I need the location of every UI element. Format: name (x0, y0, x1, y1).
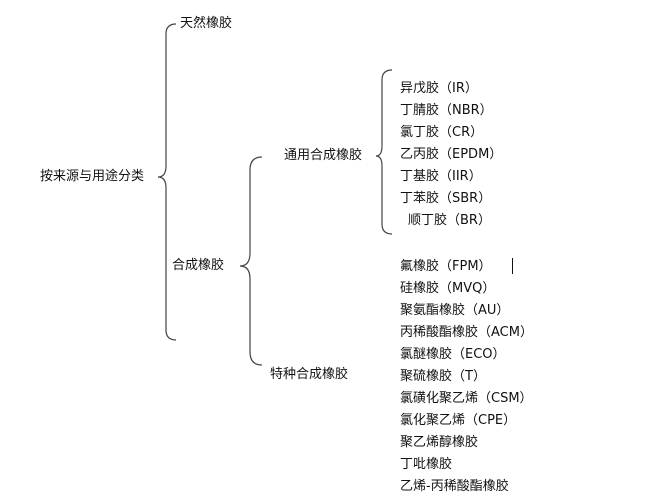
list-item: 氟橡胶（FPM） (400, 259, 492, 274)
list-item: 聚硫橡胶（T） (400, 369, 486, 384)
list-item: 丁基胶（IIR） (400, 169, 482, 184)
general-synthetic-label: 通用合成橡胶 (284, 148, 363, 163)
list-item: 聚乙烯醇橡胶 (400, 435, 479, 450)
list-item: 氯磺化聚乙烯（CSM） (400, 391, 533, 406)
list-item: 硅橡胶（MVQ） (400, 281, 496, 296)
list-item: 丁苯胶（SBR） (400, 191, 492, 206)
brace-general (375, 69, 393, 235)
list-item: 顺丁胶（BR） (408, 213, 491, 228)
synthetic-rubber-label: 合成橡胶 (172, 258, 225, 273)
list-item: 氯丁胶（CR） (400, 125, 484, 140)
list-item: 丁吡橡胶 (400, 457, 453, 472)
list-item: 氯化聚乙烯（CPE） (400, 413, 517, 428)
list-item: 丁腈胶（NBR） (400, 103, 493, 118)
text-cursor (512, 258, 513, 274)
brace-synthetic (239, 156, 263, 366)
list-item: 乙丙胶（EPDM） (400, 147, 503, 162)
list-item: 丙稀酸酯橡胶（ACM） (400, 325, 533, 340)
list-item: 聚氨酯橡胶（AU） (400, 303, 510, 318)
list-item: 乙烯-丙稀酸酯橡胶 (400, 479, 509, 494)
brace-root (157, 23, 177, 341)
list-item: 氯醚橡胶（ECO） (400, 347, 506, 362)
special-synthetic-label: 特种合成橡胶 (270, 367, 349, 382)
list-item: 异戊胶（IR） (400, 81, 478, 96)
root-label: 按来源与用途分类 (40, 169, 145, 184)
natural-rubber-label: 天然橡胶 (180, 16, 233, 31)
